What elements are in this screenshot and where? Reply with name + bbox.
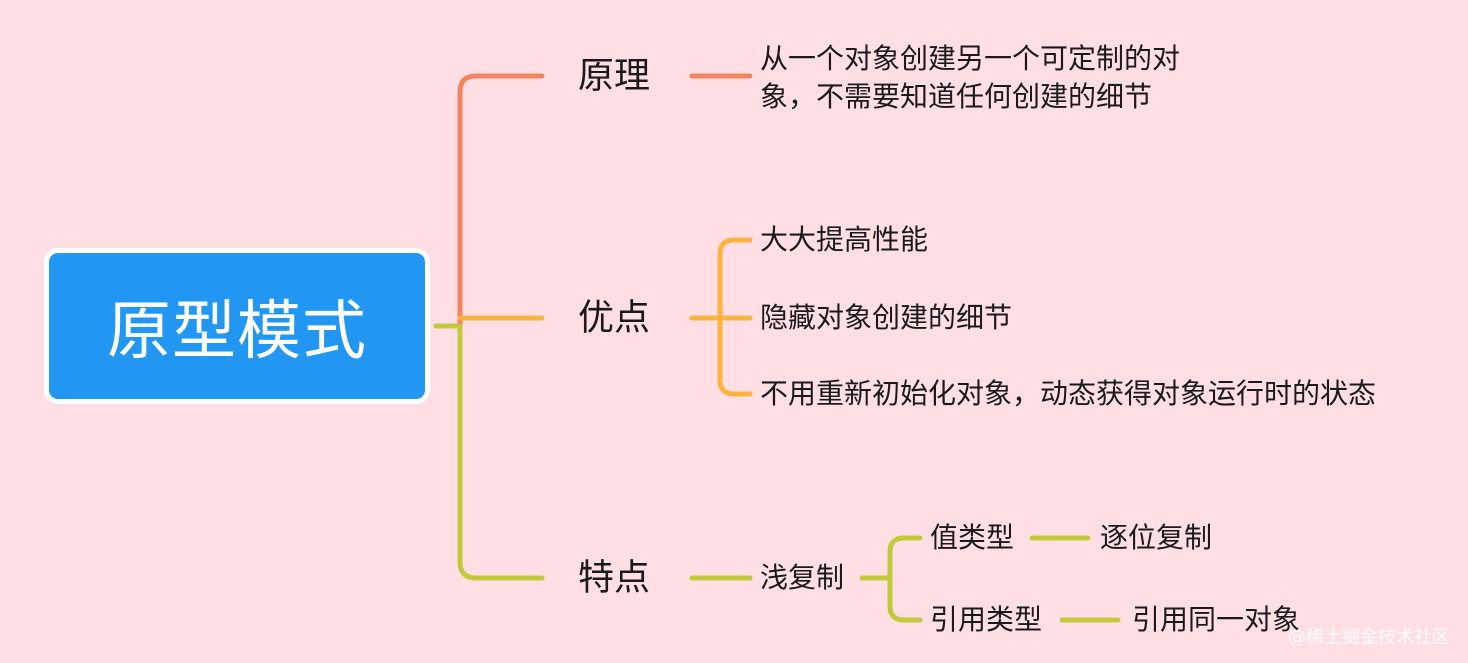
connector-zhileixing	[887, 535, 923, 581]
connector-tedian	[457, 323, 545, 581]
watermark: @稀土掘金技术社区	[1288, 627, 1450, 648]
youdian-item-1[interactable]: 大大提高性能	[760, 223, 929, 257]
node-zhuweifuzhi[interactable]: 逐位复制	[1100, 521, 1213, 555]
node-yinyongleixing[interactable]: 引用类型	[930, 603, 1043, 637]
root-label: 原型模式	[107, 295, 367, 369]
youdian-item-3[interactable]: 不用重新初始化对象，动态获得对象运行时的状态	[760, 377, 1377, 411]
connector-yuanli	[457, 73, 545, 329]
tedian-child-qianfuzhi[interactable]: 浅复制	[760, 561, 845, 595]
branch-tedian[interactable]: 特点	[578, 557, 651, 599]
connector-yinyongleixing	[887, 575, 923, 623]
branch-yuanli[interactable]: 原理	[578, 55, 651, 97]
yuanli-description[interactable]: 从一个对象创建另一个可定制的对象，不需要知道任何创建的细节	[760, 42, 1181, 113]
branch-youdian[interactable]: 优点	[578, 297, 651, 339]
connector-youdian-item3	[717, 315, 753, 397]
youdian-item-2[interactable]: 隐藏对象创建的细节	[760, 301, 1013, 335]
node-yinyongtongyiduixiang[interactable]: 引用同一对象	[1132, 603, 1301, 637]
node-zhileixing[interactable]: 值类型	[930, 521, 1015, 555]
connector-youdian-item1	[717, 237, 753, 321]
root-node[interactable]: 原型模式	[44, 248, 430, 404]
